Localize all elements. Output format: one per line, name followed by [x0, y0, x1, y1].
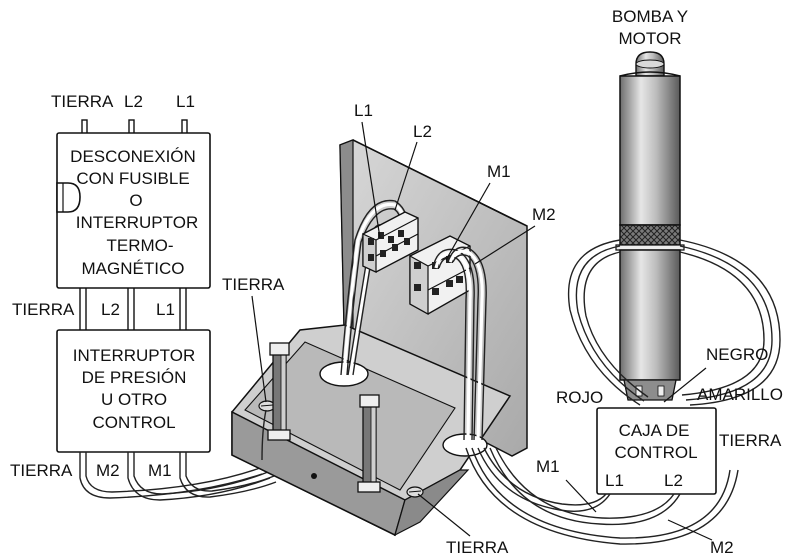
- label-l1-mid: L1: [156, 300, 175, 319]
- stud-l2: [128, 119, 135, 135]
- control-box: [596, 407, 717, 495]
- terminal-block-l1-l2: [362, 211, 419, 273]
- control-line-1: CAJA DE: [619, 421, 690, 440]
- label-negro: NEGRO: [706, 345, 768, 364]
- label-rojo: ROJO: [556, 388, 603, 407]
- pressure-line-3: U OTRO: [101, 390, 167, 409]
- pump-intake-screen: [619, 224, 681, 246]
- label-tierra-control: TIERRA: [719, 431, 782, 450]
- mounting-post-right: [357, 394, 381, 493]
- disconnect-line-2: CON FUSIBLE: [76, 169, 189, 188]
- control-terminal-l2: L2: [664, 471, 683, 490]
- label-tierra-top: TIERRA: [51, 92, 114, 111]
- label-pump-line1: BOMBA Y: [612, 7, 688, 26]
- label-l2-junction: L2: [413, 122, 432, 141]
- label-tierra-mid: TIERRA: [12, 300, 75, 319]
- stud-tierra: [81, 119, 88, 135]
- motor-wire-loops: [567, 239, 781, 406]
- control-line-2: CONTROL: [614, 443, 697, 462]
- pressure-line-1: INTERRUPTOR: [73, 346, 195, 365]
- label-l1-top: L1: [176, 92, 195, 111]
- disconnect-line-6: MAGNÉTICO: [82, 259, 185, 278]
- pressure-line-2: DE PRESIÓN: [82, 368, 187, 387]
- knockout-hole-right: [442, 433, 488, 457]
- disconnect-line-3: O: [129, 191, 142, 210]
- stud-l1: [181, 119, 188, 135]
- junction-box: [231, 139, 528, 537]
- label-l2-top: L2: [124, 92, 143, 111]
- wires-junction-to-control: [465, 447, 739, 545]
- disconnect-line-1: DESCONEXIÓN: [70, 147, 196, 166]
- label-m2-left: M2: [96, 461, 120, 480]
- label-l1-junction: L1: [354, 101, 373, 120]
- disconnect-box-text: DESCONEXIÓN CON FUSIBLE O INTERRUPTOR TE…: [70, 147, 198, 278]
- label-l2-mid: L2: [101, 300, 120, 319]
- label-amarillo: AMARILLO: [697, 385, 783, 404]
- label-tierra-junction-left: TIERRA: [222, 275, 285, 294]
- disconnect-box: [56, 119, 211, 289]
- label-m2-junction: M2: [532, 205, 556, 224]
- label-pump-line2: MOTOR: [619, 29, 682, 48]
- pressure-box-text: INTERRUPTOR DE PRESIÓN U OTRO CONTROL: [73, 346, 195, 432]
- label-m2-right: M2: [710, 538, 734, 557]
- wires-pressure-to-junction: [79, 452, 277, 501]
- control-terminal-l1: L1: [605, 471, 624, 490]
- pump-motor: [615, 51, 685, 401]
- label-m1-left: M1: [148, 461, 172, 480]
- wires-disconnect-to-pressure: [79, 288, 187, 330]
- mounting-post-left: [267, 342, 291, 441]
- disconnect-line-5: TERMO-: [106, 236, 173, 255]
- label-tierra-junction-bottom: TIERRA: [446, 538, 509, 557]
- disconnect-line-4: INTERRUPTOR: [76, 213, 198, 232]
- label-m1-junction: M1: [487, 162, 511, 181]
- label-m1-right: M1: [536, 457, 560, 476]
- pressure-line-4: CONTROL: [92, 413, 175, 432]
- label-tierra-bottom: TIERRA: [10, 461, 73, 480]
